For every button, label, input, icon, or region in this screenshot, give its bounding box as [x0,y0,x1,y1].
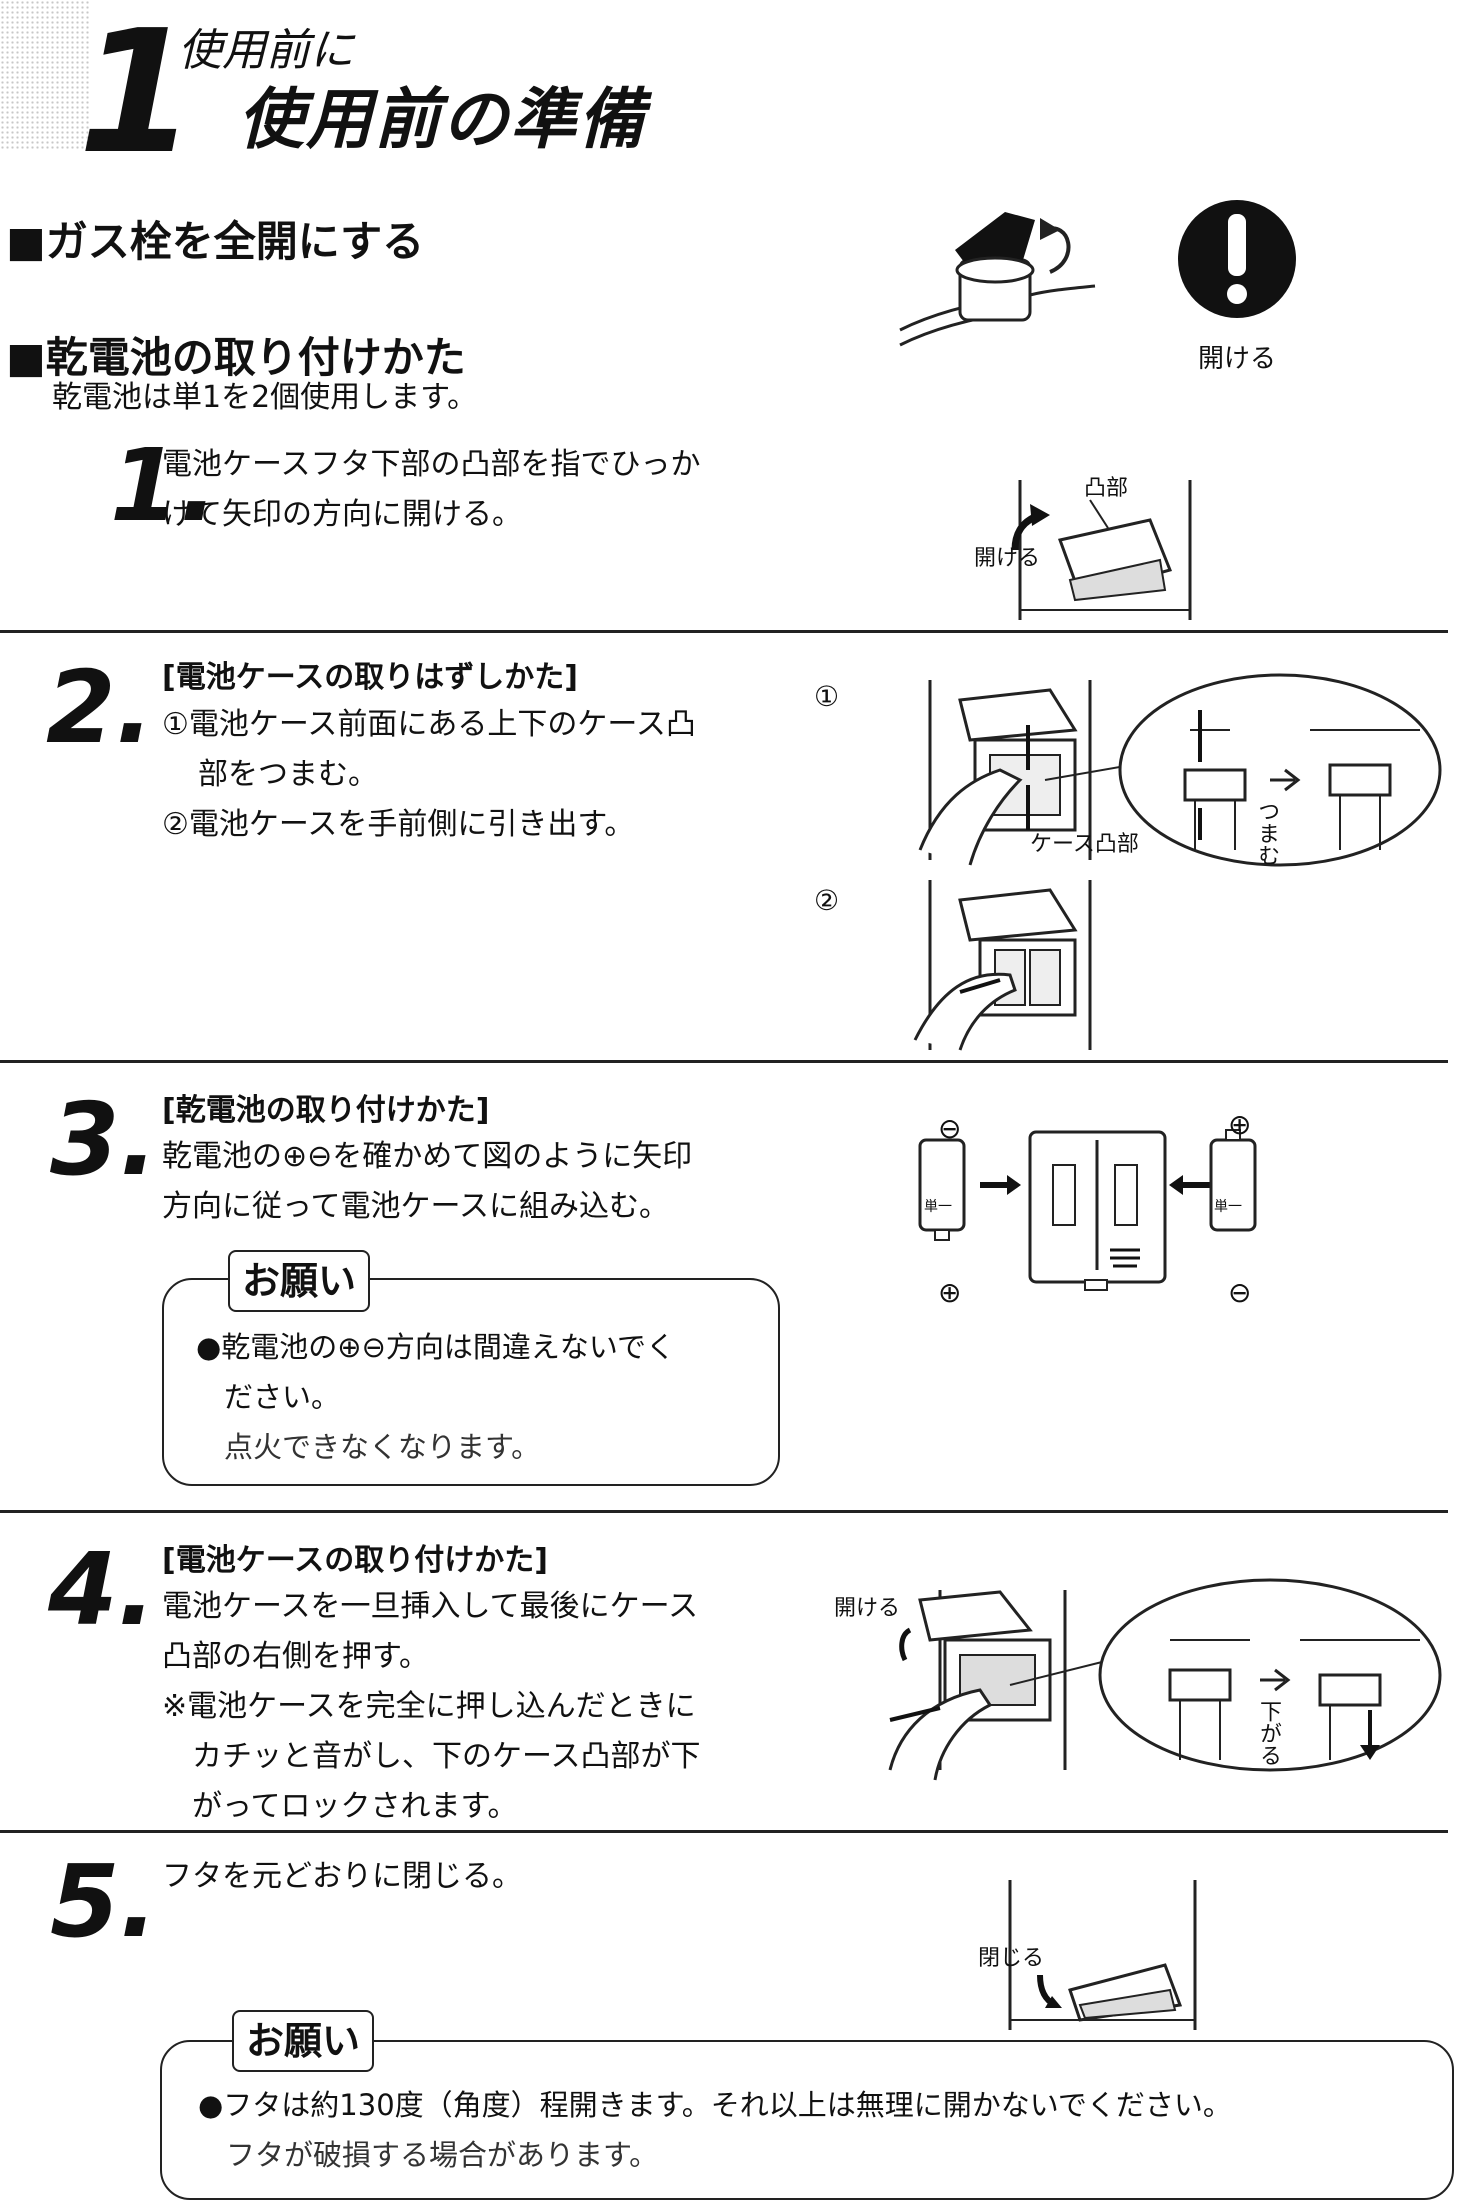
step-3-text: 乾電池の⊕⊖を確かめて図のように矢印 方向に従って電池ケースに組み込む。 [162,1132,692,1232]
final-note-text: ●フタは約130度（角度）程開きます。それ以上は無理に開かないでください。 フタ… [198,2080,1232,2180]
step-3-note-line-1: ●乾電池の⊕⊖方向は間違えないでく [196,1330,676,1364]
step-3-note-line-2: ださい。 [224,1380,341,1414]
label-open-valve: 開ける [1198,344,1277,374]
final-note-line-1: ●フタは約130度（角度）程開きます。それ以上は無理に開かないでください。 [198,2088,1232,2122]
step-3-fig-minus-bottom: ⊖ [1228,1276,1252,1309]
step-5-number: 5. [50,1843,158,1960]
step-2-illustration-1 [918,673,1442,867]
divider-2 [0,1060,1448,1063]
page-title: 使用前の準備 [238,81,646,158]
divider-4 [0,1830,1448,1833]
section-heading-gas: ガス栓を全開にする [6,208,424,269]
step-3-note-line-3: 点火できなくなります。 [224,1430,541,1464]
step-2-text: ①電池ケース前面にある上下のケース凸 部をつまむ。 ②電池ケースを手前側に引き出… [162,700,696,850]
step-3-note-box [162,1278,780,1486]
chapter-number: 1 [78,0,197,192]
step-4-line-2: 凸部の右側を押す。 [162,1639,429,1674]
step-5-illustration [1008,1880,1197,2030]
chapter-subtitle: 使用前に [178,25,354,76]
step-2-illustration-2 [913,880,1092,1051]
step-2-line-3: ②電池ケースを手前側に引き出す。 [162,807,635,842]
step-3-heading: [乾電池の取り付けかた] [162,1093,490,1128]
step-3-note-label: お願い [228,1250,371,1312]
step-3-fig-plus-bottom: ⊕ [938,1276,962,1309]
exclamation-icon [1178,200,1296,318]
step-1-text: 電池ケースフタ下部の凸部を指でひっか けて矢印の方向に開ける。 [162,440,701,540]
step-1-label-open: 開ける [974,546,1041,571]
step-3-number: 3. [50,1081,158,1198]
final-note-label: お願い [232,2010,375,2072]
step-2-number: 2. [46,649,154,766]
header-halftone [0,0,90,150]
battery-intro: 乾電池は単1を2個使用します。 [52,380,478,415]
step-4-line-3: ※電池ケースを完全に押し込んだときに [162,1689,696,1724]
step-5-text: フタを元どおりに閉じる。 [162,1859,522,1894]
step-3-fig-cell-left: 単一 [924,1199,952,1215]
step-3-line-2: 方向に従って電池ケースに組み込む。 [162,1189,669,1224]
step-4-illustration [888,1578,1442,1781]
final-note-box [160,2040,1454,2200]
step-1-illustration [1011,480,1192,620]
step-1-line-1: 電池ケースフタ下部の凸部を指でひっか [162,447,701,482]
step-3-fig-cell-right: 単一 [1214,1199,1242,1215]
step-4-heading: [電池ケースの取り付けかた] [162,1543,548,1578]
final-note-line-2: フタが破損する場合があります。 [226,2138,659,2172]
step-4-line-5: がってロックされます。 [192,1789,518,1824]
step-3-fig-minus-top: ⊖ [938,1112,962,1145]
step-2-label-case: ケース凸部 [1030,832,1139,857]
step-5-label-close: 閉じる [978,1946,1045,1971]
step-2-marker-1: ① [814,680,840,713]
step-2-marker-2: ② [814,884,840,917]
step-2-line-2: 部をつまむ。 [198,757,378,792]
step-1-number: 1. [110,427,218,544]
step-4-label-down: 下がる [1256,1700,1281,1766]
step-4-line-1: 電池ケースを一旦挿入して最後にケース [162,1589,699,1624]
step-3-note-text: ●乾電池の⊕⊖方向は間違えないでく ださい。 点火できなくなります。 [196,1322,675,1472]
gas-valve-illustration [899,212,1096,347]
step-1-line-2: けて矢印の方向に開ける。 [162,497,522,532]
step-4-label-open: 開ける [834,1596,901,1621]
step-3-line-1: 乾電池の⊕⊖を確かめて図のように矢印 [162,1139,693,1174]
step-2-line-1: ①電池ケース前面にある上下のケース凸 [162,707,696,742]
section-heading-battery: 乾電池の取り付けかた [6,324,466,385]
step-3-illustration [918,1129,1257,1291]
step-4-text: 電池ケースを一旦挿入して最後にケース 凸部の右側を押す。 ※電池ケースを完全に押… [162,1582,701,1832]
step-4-line-4: カチッと音がし、下のケース凸部が下 [192,1739,701,1774]
step-3-fig-plus-top: ⊕ [1228,1108,1252,1141]
divider-3 [0,1510,1448,1513]
step-4-number: 4. [48,1531,156,1648]
step-2-label-pinch: つまむ [1254,800,1279,866]
step-2-heading: [電池ケースの取りはずしかた] [162,660,578,695]
step-1-label-convex: 凸部 [1084,476,1129,501]
divider-1 [0,630,1448,633]
